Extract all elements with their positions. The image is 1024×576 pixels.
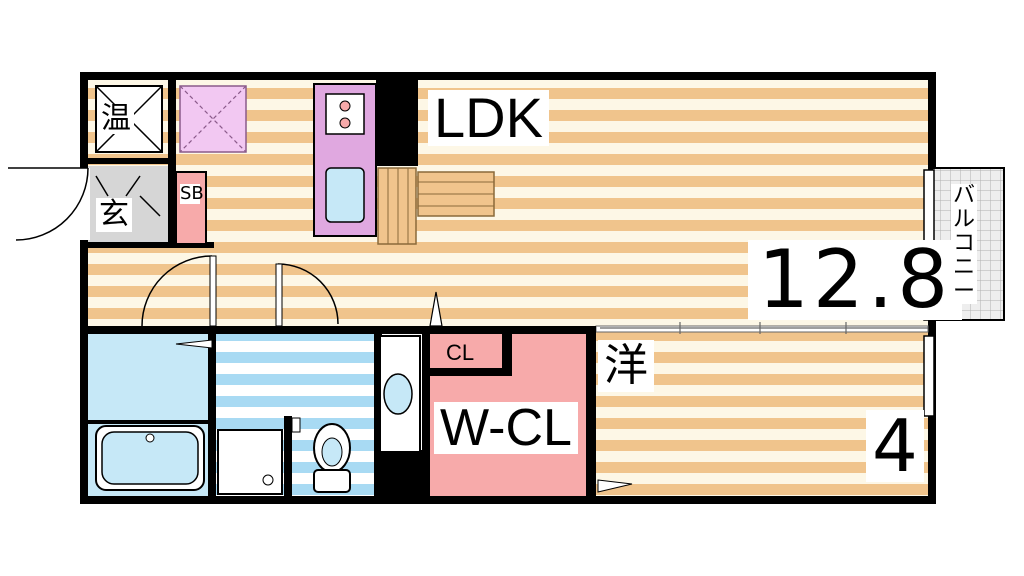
toilet-wall [284,416,292,496]
wall-cl-bottom [428,368,512,376]
wall-wash-right [374,332,382,500]
wall-wcl-right [586,326,596,500]
ldk-size-label: 12.8 [748,240,963,320]
balcony-label-char: バ [951,183,977,208]
shoe-box-label: SB [180,183,204,204]
western-room-label: 洋 [598,340,654,392]
washer-drain-icon [262,474,274,486]
western-window [923,335,935,417]
wall-column-lower [378,450,424,498]
wall-entrance-bottom [84,242,214,248]
wall-entrance-right [168,80,176,246]
bathroom-door-leaf [209,255,217,327]
water-heater-label: 温 [98,104,134,134]
closet-door-marker [429,291,443,327]
entrance-door-gap [78,168,90,240]
toilet-seat-tank [313,469,351,493]
wall-wcl-left [422,332,430,500]
balcony-label-char: ニ [951,255,977,280]
storage-cross [179,85,247,153]
wall-ldk-western-divider [595,325,929,333]
entrance-folding-door [95,175,161,217]
vanity-basin [383,373,413,415]
walk-in-closet-label: W-CL [434,402,578,454]
balcony-label: バ ル コ ニ ー [944,184,984,304]
balcony-label-char: ル [951,207,977,232]
entrance-door-swing [8,167,89,241]
bathtub-inner [101,431,199,485]
bath-door-marker [175,339,213,349]
closet-label: CL [442,340,479,366]
washroom-door-leaf [275,263,283,327]
bath-wall-divider [88,420,208,424]
balcony-label-char: ー [951,279,977,304]
toilet-tank [291,417,301,433]
burner-icon [339,100,351,112]
washing-machine-area [217,429,283,495]
wall-kitchen-column [376,80,418,166]
burner-icon [339,117,351,129]
ldk-label: LDK [428,90,549,146]
western-door-marker [597,479,633,493]
kitchen-shelf-lines [387,168,494,244]
wall-utility-bottom [84,158,174,164]
sliding-partition [600,322,928,334]
entrance-label: 玄 [96,198,132,232]
wall-bath-right [208,332,216,500]
sink [325,167,365,223]
drain-icon [145,433,155,443]
wall-mid-horizontal [84,326,596,334]
toilet-inner [321,437,343,467]
western-room-size-label: 4 [866,410,924,482]
balcony-label-char: コ [951,231,977,256]
wall-cl-right [502,332,512,372]
